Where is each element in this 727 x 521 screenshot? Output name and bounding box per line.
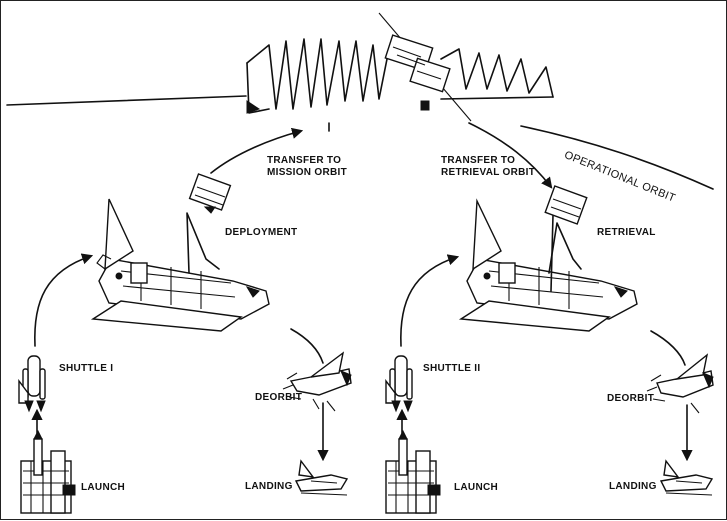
transfer-retrieval-label-2: RETRIEVAL ORBIT bbox=[441, 167, 536, 178]
operational-orbit-line bbox=[520, 125, 714, 190]
transfer-mission-label-1: TRANSFER TO bbox=[267, 155, 342, 166]
deorbit-shuttle-icon bbox=[282, 351, 352, 412]
landing-label-2: LANDING bbox=[609, 481, 657, 492]
orbiter-deployment-icon bbox=[90, 198, 270, 332]
landing-shuttle-icon bbox=[294, 459, 349, 496]
shuttle-i-label: SHUTTLE I bbox=[59, 363, 114, 374]
robot-arm-left bbox=[186, 212, 220, 274]
deorbit-path-right bbox=[650, 330, 686, 366]
deorbit-path-left bbox=[290, 328, 324, 364]
deployment-label: DEPLOYMENT bbox=[225, 227, 298, 238]
deorbit-label-2: DEORBIT bbox=[607, 393, 655, 404]
grapple-line-right bbox=[550, 214, 554, 292]
satellite-solar-array-icon bbox=[246, 12, 554, 122]
launch-label-2: LAUNCH bbox=[454, 482, 499, 493]
ascent-arrow-left bbox=[34, 253, 94, 347]
transfer-mission-label-2: MISSION ORBIT bbox=[267, 167, 348, 178]
landing-label-1: LANDING bbox=[245, 481, 293, 492]
transfer-retrieval-label-1: TRANSFER TO bbox=[441, 155, 516, 166]
satellite-deployed-icon bbox=[188, 173, 232, 214]
landing-shuttle-icon-2 bbox=[659, 459, 714, 496]
shuttle-stack-icon bbox=[18, 355, 46, 413]
shuttle-stack-icon-2 bbox=[385, 355, 413, 413]
robot-arm-right bbox=[548, 222, 582, 274]
satellite-retrieved-icon bbox=[544, 185, 588, 225]
retrieval-label: RETRIEVAL bbox=[597, 227, 656, 238]
launch-label-1: LAUNCH bbox=[81, 482, 126, 493]
deorbit-label-1: DEORBIT bbox=[255, 392, 303, 403]
ascent-arrow-right bbox=[400, 254, 460, 347]
transfer-to-mission-arrow bbox=[210, 127, 304, 174]
deorbit-shuttle-icon-2 bbox=[646, 353, 714, 414]
shuttle-ii-label: SHUTTLE II bbox=[423, 363, 481, 374]
orbiter-retrieval-icon bbox=[458, 198, 638, 332]
earth-horizon-line bbox=[6, 95, 247, 106]
launch-pad-icon-2 bbox=[385, 429, 441, 514]
transfer-to-retrieval-arrow bbox=[468, 122, 553, 189]
launch-pad-icon bbox=[20, 429, 76, 514]
